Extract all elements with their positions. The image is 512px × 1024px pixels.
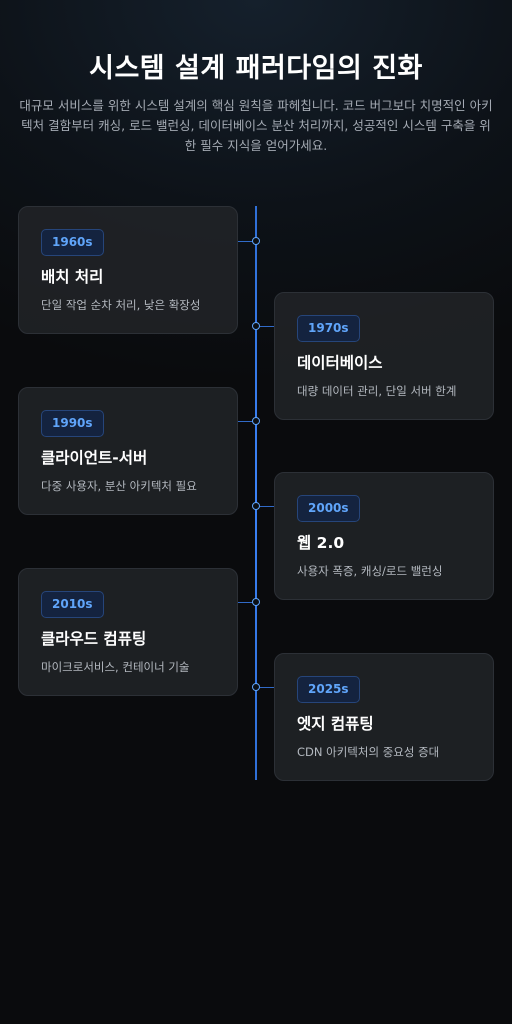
timeline-dot: [252, 237, 260, 245]
page-title: 시스템 설계 패러다임의 진화: [89, 53, 423, 84]
era-description: 다중 사용자, 분산 아키텍처 필요: [41, 479, 197, 493]
year-badge: 1970s: [297, 315, 360, 342]
timeline-connector: [238, 602, 256, 603]
timeline-axis: [255, 206, 257, 780]
era-description: 대량 데이터 관리, 단일 서버 한계: [297, 384, 457, 398]
timeline-card-1960s: 1960s 배치 처리 단일 작업 순차 처리, 낮은 확장성: [18, 206, 238, 334]
timeline-connector: [238, 421, 256, 422]
timeline-card-2000s: 2000s 웹 2.0 사용자 폭증, 캐싱/로드 밸런싱: [274, 472, 494, 600]
era-title: 엣지 컴퓨팅: [297, 715, 374, 733]
era-title: 웹 2.0: [297, 534, 345, 552]
timeline-dot: [252, 417, 260, 425]
timeline-dot: [252, 683, 260, 691]
timeline-dot: [252, 322, 260, 330]
timeline-dot: [252, 502, 260, 510]
timeline-connector: [256, 326, 274, 327]
era-description: 단일 작업 순차 처리, 낮은 확장성: [41, 298, 201, 312]
era-description: 마이크로서비스, 컨테이너 기술: [41, 660, 190, 674]
timeline-connector: [238, 241, 256, 242]
page-subtitle: 대규모 서비스를 위한 시스템 설계의 핵심 원칙을 파헤칩니다. 코드 버그보…: [19, 98, 493, 153]
timeline-connector: [256, 687, 274, 688]
timeline-card-1970s: 1970s 데이터베이스 대량 데이터 관리, 단일 서버 한계: [274, 292, 494, 420]
era-title: 배치 처리: [41, 268, 104, 286]
era-title: 클라우드 컴퓨팅: [41, 630, 147, 648]
timeline-card-2025s: 2025s 엣지 컴퓨팅 CDN 아키텍처의 중요성 증대: [274, 653, 494, 781]
timeline-dot: [252, 598, 260, 606]
era-title: 클라이언트-서버: [41, 449, 148, 467]
timeline-card-1990s: 1990s 클라이언트-서버 다중 사용자, 분산 아키텍처 필요: [18, 387, 238, 515]
year-badge: 1990s: [41, 410, 104, 437]
year-badge: 2010s: [41, 591, 104, 618]
timeline-connector: [256, 506, 274, 507]
era-description: CDN 아키텍처의 중요성 증대: [297, 745, 440, 759]
era-title: 데이터베이스: [297, 354, 383, 372]
era-description: 사용자 폭증, 캐싱/로드 밸런싱: [297, 564, 443, 578]
timeline-card-2010s: 2010s 클라우드 컴퓨팅 마이크로서비스, 컨테이너 기술: [18, 568, 238, 696]
year-badge: 1960s: [41, 229, 104, 256]
year-badge: 2025s: [297, 676, 360, 703]
year-badge: 2000s: [297, 495, 360, 522]
